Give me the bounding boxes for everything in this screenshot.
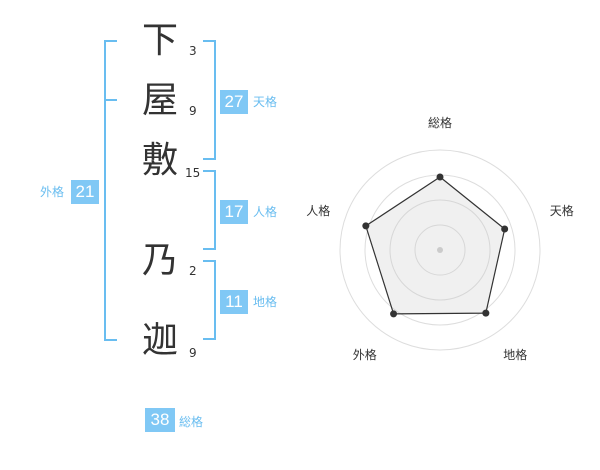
- radar-center: [437, 247, 443, 253]
- name-char-3: 敷: [141, 140, 178, 181]
- radar-point: [501, 225, 509, 233]
- radar-axis-label: 天格: [549, 204, 574, 219]
- chikaku-label: 地格: [253, 295, 278, 309]
- radar-points: [362, 173, 509, 318]
- gaikaku-bracket: [104, 40, 117, 341]
- tenkaku-label: 天格: [253, 95, 278, 109]
- radar-point: [390, 310, 398, 318]
- stroke-count-4: 2: [189, 264, 197, 278]
- chikaku-bracket: [203, 260, 216, 340]
- chikaku-value-box: 11: [220, 290, 248, 314]
- name-char-4: 乃: [141, 240, 178, 281]
- radar-polygon: [365, 176, 506, 315]
- radar-point: [482, 309, 490, 317]
- stroke-count-1: 3: [189, 44, 197, 58]
- radar-axis-label: 外格: [352, 347, 377, 362]
- stroke-count-2: 9: [189, 104, 197, 118]
- radar-point: [436, 173, 444, 181]
- name-char-2: 屋: [141, 80, 178, 121]
- radar-ring: [339, 149, 541, 351]
- gaikaku-label: 外格: [40, 185, 65, 199]
- stroke-count-3: 15: [185, 166, 201, 180]
- jinkaku-label: 人格: [253, 205, 278, 219]
- radar-ring: [414, 224, 466, 276]
- name-char-1: 下: [141, 20, 178, 61]
- name-char-5: 迦: [141, 320, 178, 361]
- jinkaku-bracket: [203, 170, 216, 250]
- gaikaku-bracket-tick: [104, 99, 117, 101]
- radar-ring: [389, 199, 491, 301]
- stroke-count-5: 9: [189, 346, 197, 360]
- soukaku-value-box: 38: [145, 408, 175, 432]
- radar-point: [362, 222, 370, 230]
- radar-axis-label: 地格: [503, 347, 528, 362]
- radar-axis-label: 人格: [306, 204, 331, 219]
- tenkaku-bracket: [203, 40, 216, 160]
- jinkaku-value-box: 17: [220, 200, 248, 224]
- soukaku-label: 総格: [179, 415, 204, 429]
- tenkaku-value-box: 27: [220, 90, 248, 114]
- radar-axis-label: 総格: [428, 116, 453, 130]
- gaikaku-value-box: 21: [71, 180, 99, 204]
